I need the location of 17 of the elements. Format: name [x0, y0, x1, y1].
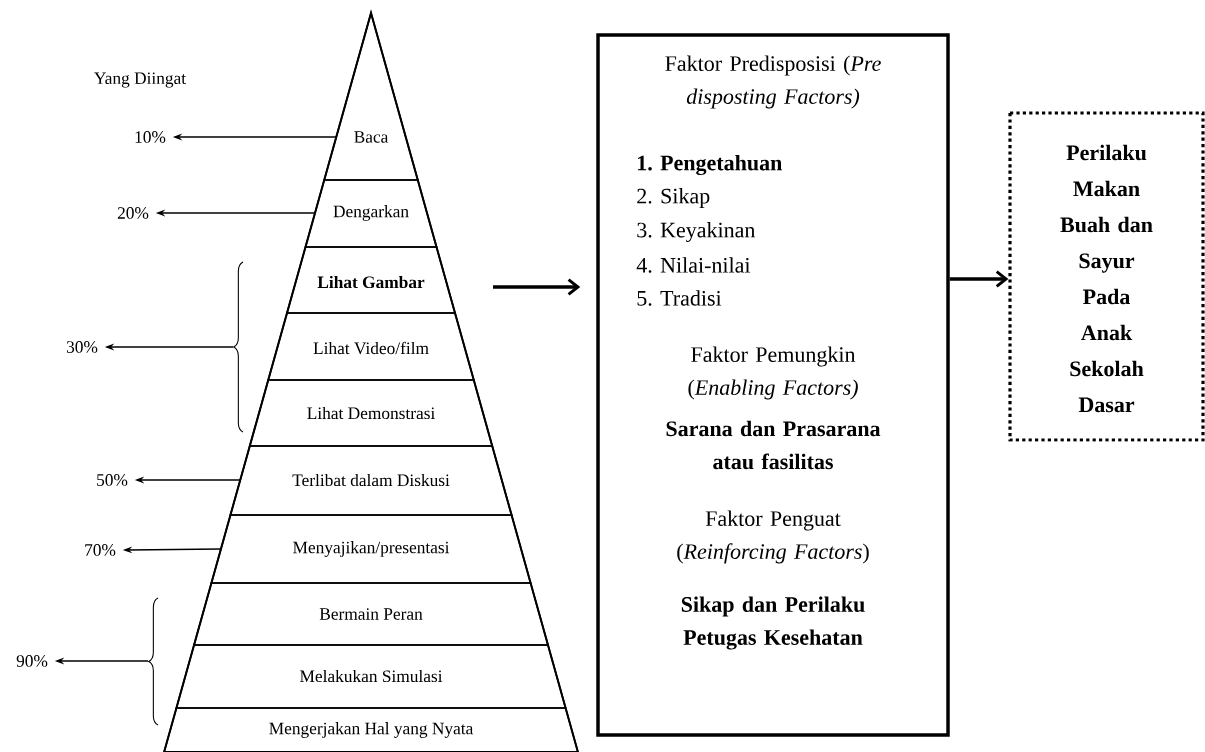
pyramid-level: Melakukan Simulasi	[175, 644, 567, 709]
arrow	[493, 278, 581, 296]
percentage-label: 50%	[97, 474, 128, 486]
pyramid-level: Dengarkan	[304, 179, 438, 248]
percentage-label: 10%	[135, 131, 166, 143]
percentage-label: 20%	[117, 207, 149, 219]
percentage-label: 30%	[66, 341, 98, 353]
factor-box: Faktor Predisposisi (Pre disposting Factors) 1. Pengetahuan 2. Sikap 3. Keyakinan 4. Nilai-nilai 5. Tradisi Faktor Pemungkin (Enabling Factors) Sarana dan Prasarana atau fasilitas Faktor Penguat (Reinforcing Factors) Sikap dan Perilaku Petugas Kesehatan	[596, 33, 950, 737]
pyramid-level: Terlibat dalam Diskusi	[229, 445, 513, 516]
pyramid-level: Menyajikan/presentasi	[210, 514, 532, 584]
outcome-box: Perilaku Makan Buah dan Sayur Pada Anak Sekolah Dasar	[1008, 111, 1205, 442]
percentage-label: 70%	[85, 544, 116, 556]
arrow	[949, 270, 1009, 288]
pyramid-level: Lihat Video/film	[267, 312, 475, 381]
pyramid-level: Mengerjakan Hal yang Nyata	[163, 707, 579, 752]
column-heading: Yang Diingat	[94, 72, 186, 88]
percentage-label: 90%	[16, 655, 48, 667]
